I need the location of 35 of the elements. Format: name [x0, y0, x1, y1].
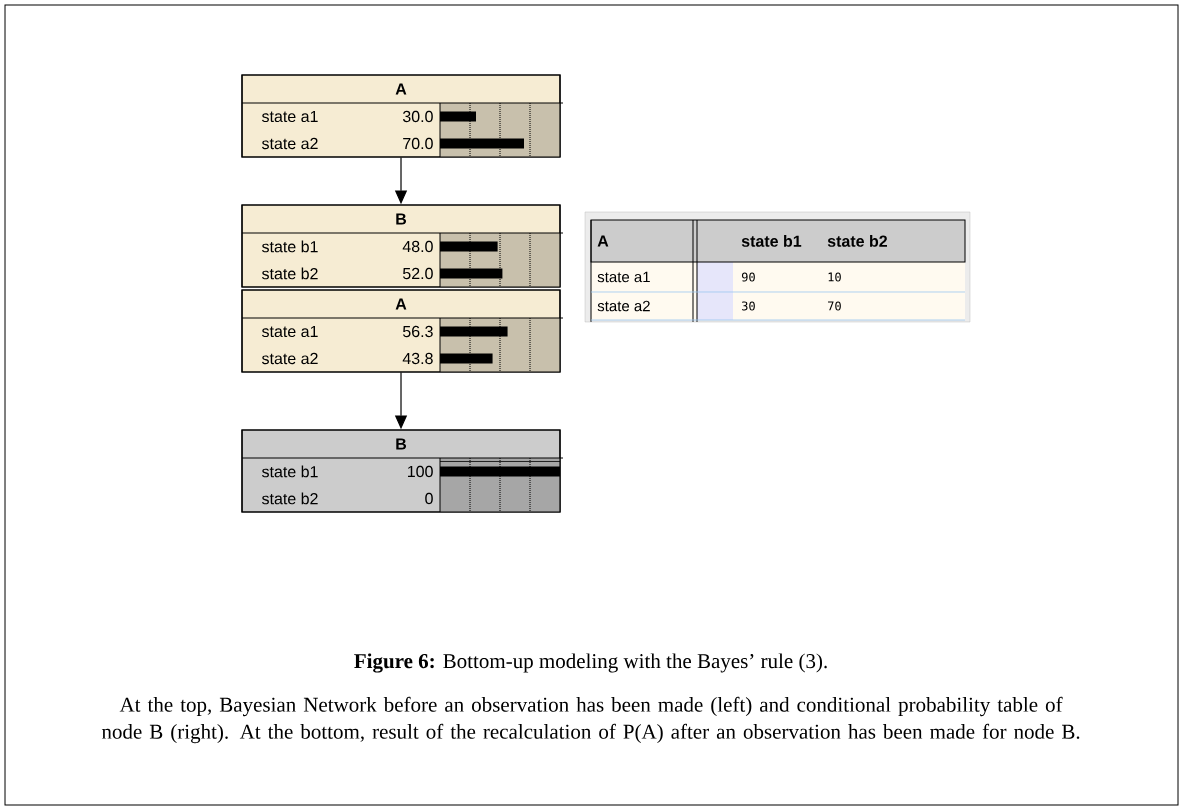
node-title: B	[396, 438, 407, 450]
probability-value: 56.3	[403, 325, 433, 338]
probability-value: 0	[425, 492, 433, 505]
probability-value: 70.0	[403, 137, 433, 150]
table-value: 70	[828, 301, 841, 311]
row-header: state a2	[597, 300, 650, 312]
table-value: 10	[828, 272, 841, 282]
node-title: A	[395, 298, 407, 310]
table-value: 30	[742, 301, 755, 311]
network-node	[241, 429, 564, 513]
row-header: state a1	[597, 271, 650, 283]
probability-value: 43.8	[402, 352, 433, 365]
column-header: state b2	[827, 235, 887, 247]
network-node	[241, 289, 564, 373]
state-label: state a2	[262, 137, 318, 150]
state-label: state a1	[262, 325, 318, 338]
probability-value: 48.0	[402, 240, 433, 253]
state-label: state b1	[262, 240, 318, 253]
state-label: state a1	[262, 110, 318, 123]
node-title: A	[395, 83, 407, 95]
figure-caption: Figure 6: Bottom-up modeling with the Bayes’ rule (3).	[354, 653, 827, 673]
state-label: state a2	[262, 352, 318, 365]
state-label: state b1	[262, 465, 318, 478]
state-label: state b2	[262, 267, 318, 280]
column-header: state b1	[741, 235, 802, 247]
state-label: state b2	[262, 492, 318, 505]
network-node	[241, 204, 564, 288]
column-header: A	[597, 235, 609, 247]
probability-value: 52.0	[403, 267, 433, 280]
network-node	[241, 74, 564, 158]
probability-value: 100	[408, 465, 433, 478]
node-title: B	[396, 213, 407, 225]
probability-value: 30.0	[402, 110, 433, 123]
caption-text: At the top, Bayesian Network before an observation has been made (left) and conditional probability table of node B (right). At the bottom, result of the recalculation of P(A) after an observation has been made for node B.	[101, 696, 1080, 744]
table-value: 90	[741, 272, 755, 282]
